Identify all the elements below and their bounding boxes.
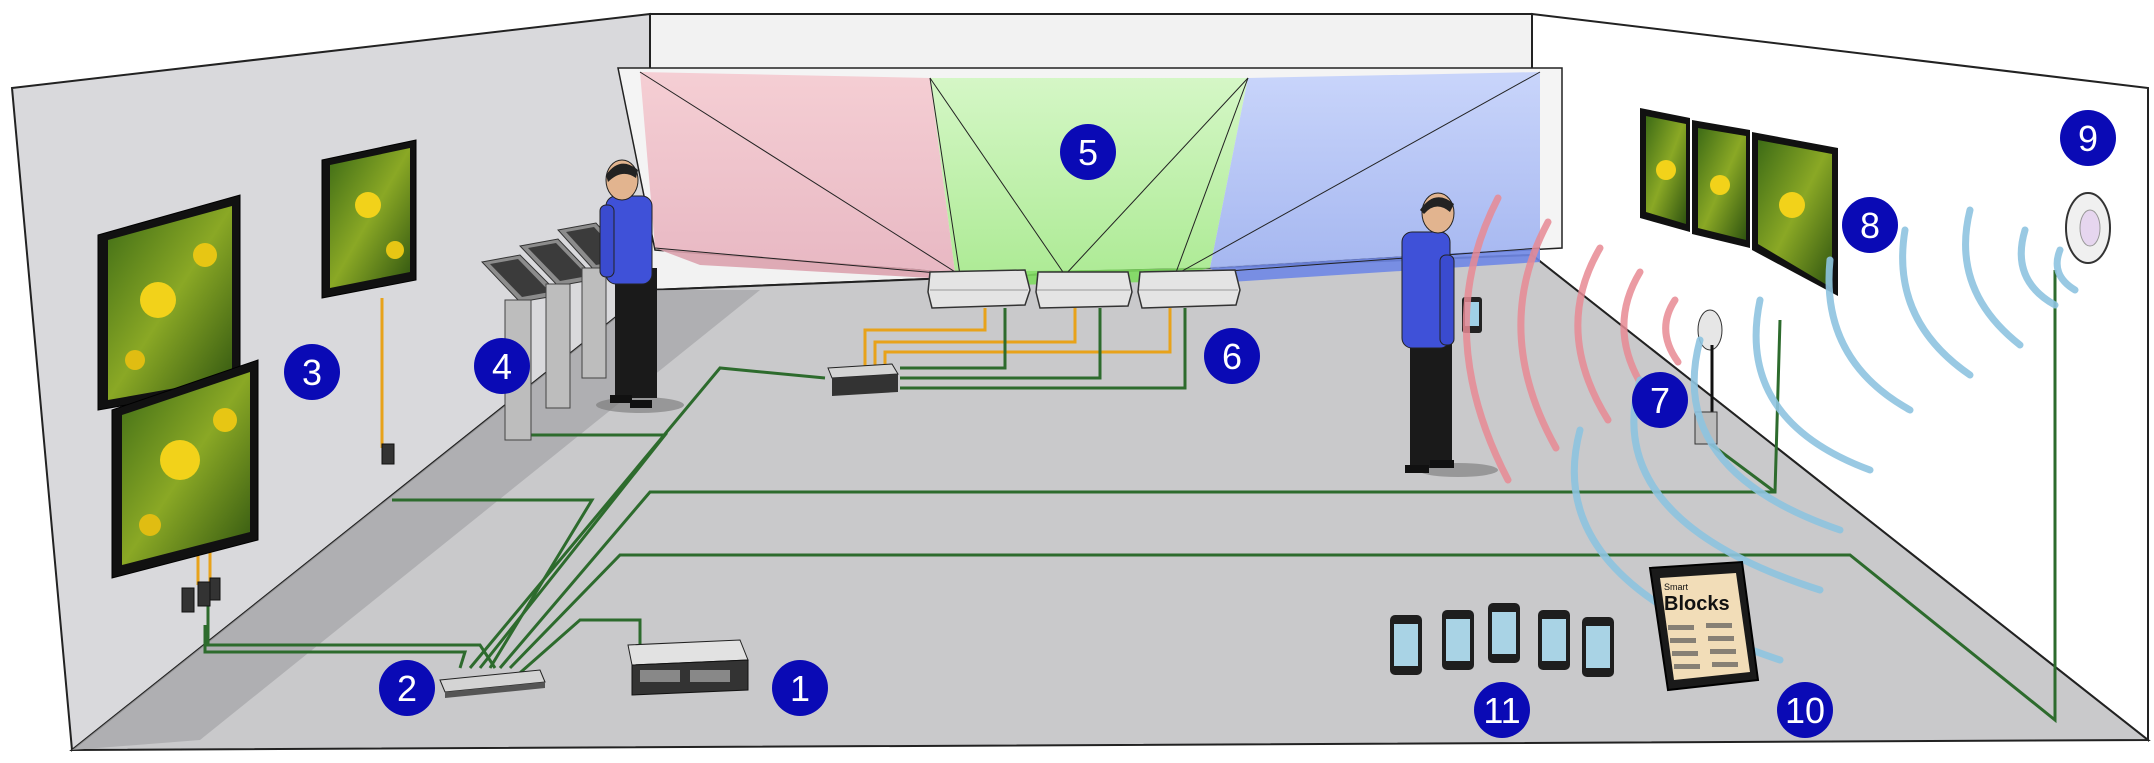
phone-1 [1390, 615, 1422, 675]
badge-5: 5 [1060, 124, 1116, 180]
smartphones [1390, 603, 1614, 677]
tablet-title: Blocks [1664, 593, 1730, 615]
svg-text:9: 9 [2078, 118, 2098, 159]
tablet: Smart Blocks [1648, 560, 1760, 692]
svg-text:3: 3 [302, 352, 322, 393]
wall-display-top [97, 194, 241, 411]
projectors [927, 269, 1241, 309]
badge-2: 2 [379, 660, 435, 716]
signage-displays [1640, 108, 1838, 296]
wifi-access-point [1570, 192, 2111, 664]
projector-center [1035, 271, 1133, 309]
phone-2 [1442, 610, 1474, 670]
svg-text:2: 2 [397, 668, 417, 709]
svg-text:6: 6 [1222, 336, 1242, 377]
phone-4 [1538, 610, 1570, 670]
badge-4: 4 [474, 338, 530, 394]
kiosk-2 [519, 238, 597, 409]
badge-11: 11 [1474, 682, 1530, 738]
badge-10: 10 [1777, 682, 1833, 738]
server [627, 639, 749, 696]
projection-blue [1210, 72, 1540, 268]
projector-video-cables [863, 308, 1172, 375]
media-controller [827, 363, 899, 396]
person-standing-at-kiosk [596, 159, 684, 413]
wall-display-bottom [111, 359, 259, 579]
wall-jacks [181, 443, 395, 613]
badge-1: 1 [772, 660, 828, 716]
svg-text:11: 11 [1483, 690, 1520, 731]
svg-text:5: 5 [1078, 132, 1098, 173]
wall-displays [97, 139, 417, 579]
svg-text:8: 8 [1860, 205, 1880, 246]
tablet-small-title: Smart [1664, 582, 1689, 592]
wall-display-small [321, 139, 417, 299]
svg-text:10: 10 [1785, 690, 1825, 731]
svg-text:7: 7 [1650, 380, 1670, 421]
badge-9: 9 [2060, 110, 2116, 166]
badge-3: 3 [284, 344, 340, 400]
badge-6: 6 [1204, 328, 1260, 384]
svg-text:1: 1 [790, 668, 810, 709]
badge-7: 7 [1632, 372, 1688, 428]
badge-8: 8 [1842, 197, 1898, 253]
phone-3 [1488, 603, 1520, 663]
left-floor-shadow [72, 290, 760, 750]
projector-left [927, 269, 1031, 309]
number-badges: 1 2 3 4 5 6 7 8 9 10 11 [284, 110, 2116, 738]
network-switch [439, 669, 546, 698]
projector-right [1137, 269, 1241, 309]
svg-text:4: 4 [492, 346, 512, 387]
phone-5 [1582, 617, 1614, 677]
